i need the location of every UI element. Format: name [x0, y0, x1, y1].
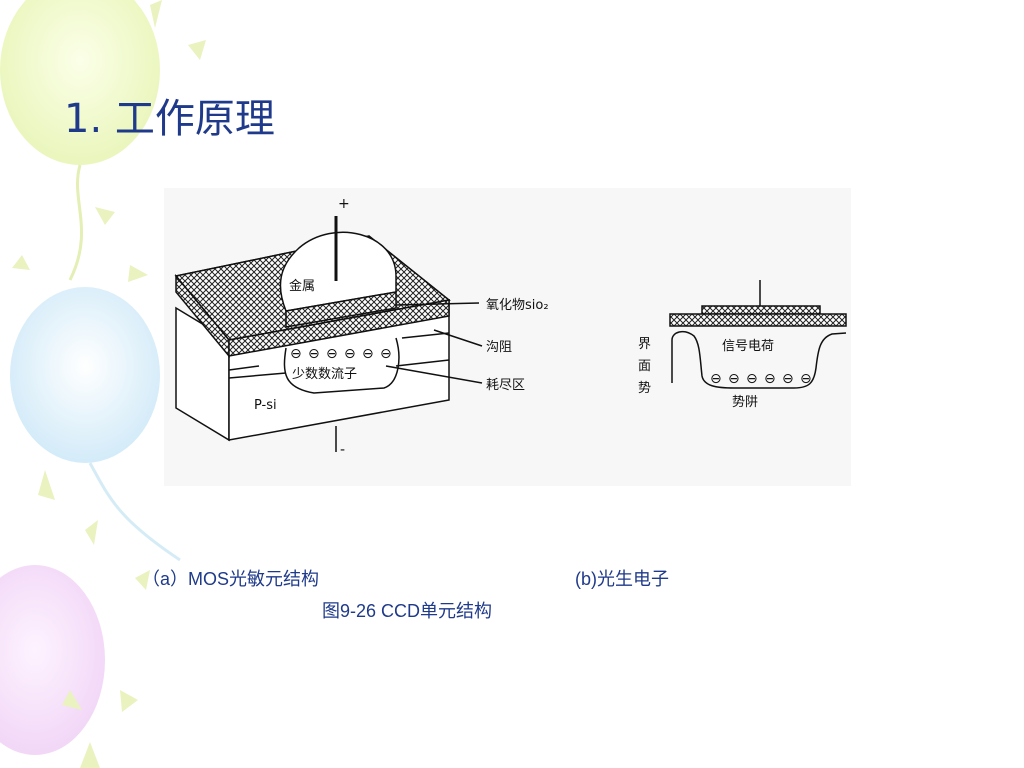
plus-sign: + [338, 196, 350, 212]
balloon-blue [10, 287, 181, 562]
gate-electrode [701, 305, 821, 315]
svg-text:⊖: ⊖ [380, 346, 392, 362]
caption-part-a: （a）MOS光敏元结构 [142, 569, 320, 589]
figure-caption: 图9-26 CCD单元结构 [322, 601, 493, 621]
balloon-pink [0, 565, 105, 755]
mos-labels: + - 金属 氧化物sio₂ 沟阻 耗尽区 P-si 少数数流子 ⊖ ⊖ ⊖ ⊖… [254, 196, 549, 458]
channel-stop-label: 沟阻 [486, 340, 512, 355]
svg-text:⊖: ⊖ [326, 346, 338, 362]
slide-title: 1. 工作原理 [64, 96, 275, 142]
svg-text:⊖: ⊖ [800, 371, 812, 387]
electron-row-right: ⊖ ⊖ ⊖ ⊖ ⊖ ⊖ [710, 371, 812, 387]
leader-depletion [385, 365, 483, 384]
carriers-label: 少数数流子 [292, 367, 357, 382]
depletion-label: 耗尽区 [486, 378, 525, 393]
substrate-label: P-si [254, 398, 277, 413]
electron-row-left: ⊖ ⊖ ⊖ ⊖ ⊖ ⊖ [290, 346, 392, 362]
well-labels: 界 面 势 信号电荷 势阱 ⊖ ⊖ ⊖ ⊖ ⊖ ⊖ [638, 337, 812, 410]
oxide-label: 氧化物sio₂ [486, 298, 549, 313]
potential-well-curve [671, 330, 847, 389]
svg-text:⊖: ⊖ [782, 371, 794, 387]
interface-potential-char-3: 势 [638, 380, 651, 396]
interface-potential-char-1: 界 [638, 337, 651, 352]
minus-sign: - [340, 442, 345, 458]
interface-potential-char-2: 面 [638, 359, 651, 374]
ccd-figure: + - 金属 氧化物sio₂ 沟阻 耗尽区 P-si 少数数流子 ⊖ ⊖ ⊖ ⊖… [164, 188, 851, 486]
svg-text:⊖: ⊖ [362, 346, 374, 362]
leader-oxide [395, 302, 480, 306]
metal-label: 金属 [289, 278, 315, 294]
depletion-region [283, 337, 400, 394]
svg-text:⊖: ⊖ [746, 371, 758, 387]
svg-text:⊖: ⊖ [728, 371, 740, 387]
potential-well-label: 势阱 [732, 394, 758, 410]
svg-text:⊖: ⊖ [290, 346, 302, 362]
potential-well-diagram [669, 280, 847, 389]
caption-part-b: (b)光生电子 [575, 569, 669, 589]
metal-electrode [279, 231, 397, 312]
oxide-strip [669, 313, 847, 327]
signal-charge-label: 信号电荷 [722, 339, 774, 354]
leader-channel-stop [433, 329, 483, 347]
balloon-yellow [0, 0, 160, 281]
svg-text:⊖: ⊖ [710, 371, 722, 387]
mos-structure-diagram [174, 216, 483, 452]
svg-text:⊖: ⊖ [344, 346, 356, 362]
svg-text:⊖: ⊖ [764, 371, 776, 387]
confetti [12, 0, 206, 768]
svg-text:⊖: ⊖ [308, 346, 320, 362]
